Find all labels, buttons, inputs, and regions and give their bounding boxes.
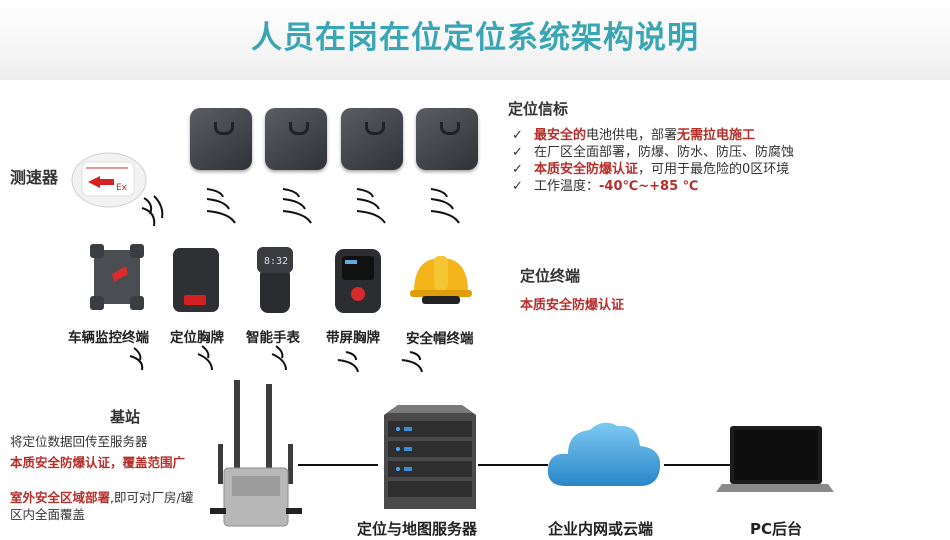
beacon-signal-waves — [206, 188, 460, 224]
device-label-watch: 智能手表 — [246, 330, 300, 346]
page-title: 人员在岗在位定位系统架构说明 — [251, 20, 699, 56]
device-signal-waves — [129, 345, 423, 373]
connection-line — [478, 464, 548, 466]
base-station-desc: 将定位数据回传至服务器 — [10, 434, 148, 449]
device-label-badge: 定位胸牌 — [170, 330, 224, 346]
base-station-coverage: 室外安全区域部署,即可对厂房/罐区内全面覆盖 — [10, 490, 194, 522]
list-item: ✓工作温度：-40℃~+85 ℃ — [512, 179, 699, 194]
connection-line — [664, 464, 730, 466]
speed-sensor-label: 测速器 — [10, 168, 59, 187]
server-icon — [384, 405, 476, 515]
screen-badge-image — [334, 248, 382, 318]
terminal-heading: 定位终端 — [520, 267, 581, 285]
device-label-vehicle: 车辆监控终端 — [68, 330, 149, 346]
beacon-device-icon — [190, 108, 252, 170]
base-station-certification: 本质安全防爆认证，覆盖范围广 — [10, 455, 186, 470]
svg-text:Ex: Ex — [116, 183, 128, 193]
positioning-badge-image — [172, 247, 220, 317]
svg-text:8:32: 8:32 — [264, 256, 288, 267]
safety-helmet-image — [408, 252, 474, 312]
header-band — [0, 0, 950, 80]
list-item: ✓最安全的电池供电，部署无需拉电施工 — [512, 128, 756, 143]
device-label-screen-badge: 带屏胸牌 — [326, 330, 380, 346]
network-label: 企业内网或云端 — [548, 520, 654, 538]
base-station-image — [210, 378, 302, 540]
terminal-certification: 本质安全防爆认证 — [520, 298, 625, 313]
beacon-device-icon — [265, 108, 327, 170]
signal-wave-icon — [141, 195, 164, 227]
pc-label: PC后台 — [750, 520, 803, 538]
device-label-helmet: 安全帽终端 — [406, 331, 474, 347]
vehicle-terminal-image — [90, 244, 146, 314]
base-station-heading: 基站 — [110, 408, 141, 426]
cloud-icon — [546, 418, 664, 494]
beacon-device-icon — [416, 108, 478, 170]
beacon-heading: 定位信标 — [508, 100, 569, 118]
list-item: ✓在厂区全面部署，防爆、防水、防压、防腐蚀 — [512, 145, 795, 160]
server-label: 定位与地图服务器 — [357, 520, 478, 538]
list-item: ✓本质安全防爆认证，可用于最危险的0区环境 — [512, 162, 790, 177]
laptop-icon — [716, 424, 834, 498]
beacon-feature-list: ✓最安全的电池供电，部署无需拉电施工 ✓在厂区全面部署，防爆、防水、防压、防腐蚀… — [512, 127, 794, 195]
check-icon: ✓ — [512, 145, 523, 160]
check-icon: ✓ — [512, 128, 523, 143]
speed-sensor-image: Ex — [70, 148, 148, 208]
smart-watch-image: 8:32 — [254, 245, 296, 319]
connection-line — [298, 464, 378, 466]
check-icon: ✓ — [512, 162, 523, 177]
check-icon: ✓ — [512, 179, 523, 194]
beacon-device-icon — [341, 108, 403, 170]
